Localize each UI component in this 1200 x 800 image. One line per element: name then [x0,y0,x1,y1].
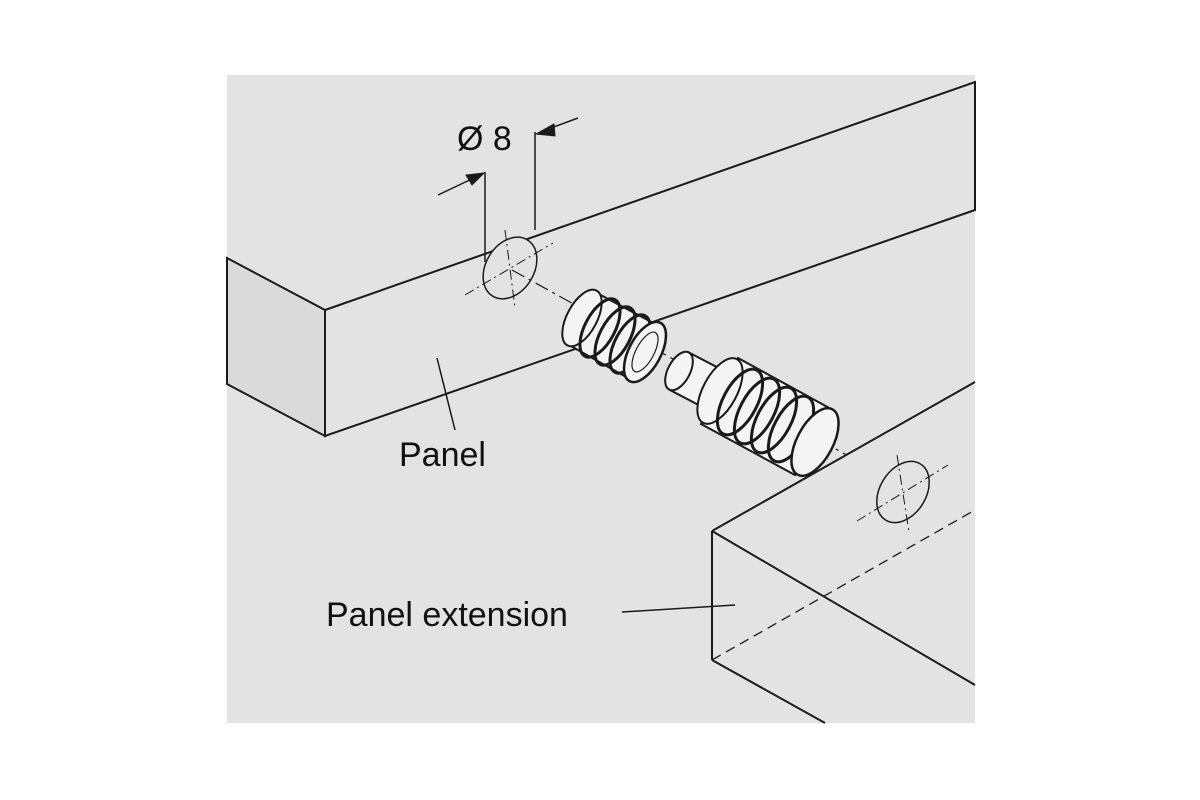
connector-pin-shoulder [696,357,744,425]
panel-hole-centerline-vertical [504,229,516,309]
panel-leader-line [436,357,456,431]
panel-extension-edge-bottom [711,659,826,724]
panel-extension-hole-centerline-vertical [896,454,910,533]
panel-extension-hidden-line [711,509,976,661]
panel-hole [464,229,554,309]
dimension-label: Ø 8 [457,120,512,158]
threaded-sleeve-bore [631,331,659,373]
panel-extension-leader-line [621,604,736,613]
panel-hole-centerline-horizontal [464,242,554,296]
pin-thread-ring-1 [715,367,765,437]
connector-pin [664,350,840,477]
panel [226,80,976,438]
dimension-arrowhead-right [534,123,556,137]
threaded-sleeve-back-end [561,288,603,348]
panel-extension-hole [856,454,949,533]
thread-ring-1 [578,297,622,359]
diameter-dimension [437,117,579,262]
connector-pin-tip-end [664,350,694,392]
panel-side-face [324,80,976,438]
threaded-sleeve-front-end [622,320,668,384]
panel-extension-hole-centerline-horizontal [856,464,949,522]
pin-thread-ring-3 [749,385,799,455]
threaded-sleeve [561,288,668,384]
dimension-arrowhead-left [465,172,486,186]
pin-thread-ring-2 [732,376,782,446]
panel-extension-edge-top [711,381,976,532]
connector-pin-end [790,407,840,477]
panel-extension-hole-outline [876,460,930,524]
panel-label: Panel [399,436,486,474]
thread-ring-2 [593,305,637,367]
panel-extension-edge-corner [711,530,976,686]
panel-extension-label: Panel extension [326,596,568,634]
